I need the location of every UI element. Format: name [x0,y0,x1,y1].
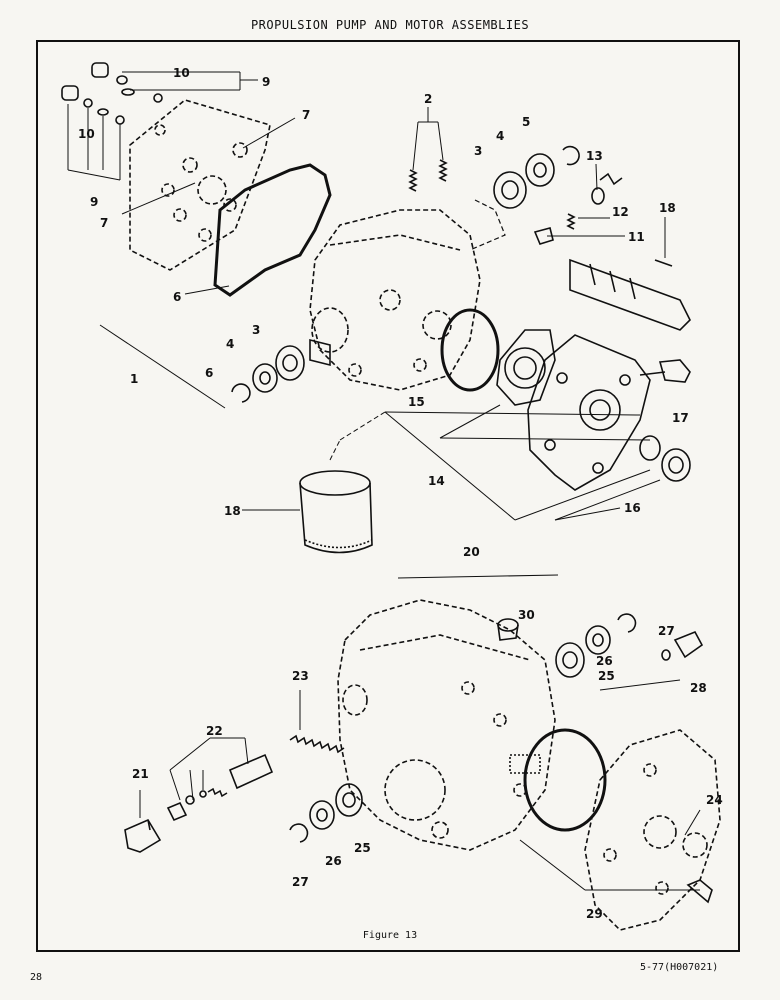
callout: 2 [424,92,432,106]
callout: 12 [612,205,629,219]
callout: 6 [205,366,213,380]
callout: 14 [428,474,445,488]
bearing-upper [493,145,623,209]
spring-23 [289,734,345,754]
figure-caption: Figure 13 [362,930,418,941]
callout: 20 [463,545,480,559]
plug-and-seal-set [61,62,163,125]
plug-21 [124,818,162,853]
callout: 3 [474,144,482,158]
relief-valve-set [166,753,274,822]
callout: 15 [408,395,425,409]
page-title: PROPULSION PUMP AND MOTOR ASSEMBLIES [250,18,530,32]
plug-30 [497,618,519,641]
spring-pair [408,159,448,192]
callout: 4 [226,337,234,351]
callout: 22 [206,724,223,738]
figure-frame [36,40,740,952]
callout: 5 [522,115,530,129]
bolt-29 [686,879,713,904]
callout: 9 [90,195,98,209]
page-number: 28 [30,972,43,983]
oil-filter [299,470,373,554]
shaft-seal-set-lower [231,345,305,403]
callout: 23 [292,669,309,683]
motor-housing [337,599,556,851]
callout: 28 [690,681,707,695]
bolt-17 [639,359,691,383]
pump-housing [309,209,481,391]
end-plate-24 [584,729,721,931]
callout: 18 [659,201,676,215]
callout: 1 [130,372,138,386]
shaft-seal-set-right [555,613,704,678]
document-code: 5-77(H007021) [640,962,719,973]
callout: 29 [586,907,603,921]
callout: 10 [78,127,95,141]
gerotor-gear [496,329,556,406]
callout: 26 [325,854,342,868]
callout: 4 [496,129,504,143]
callout: 18 [224,504,241,518]
callout: 7 [302,108,310,122]
shaft-seal-set-lower-left [289,783,363,843]
callout: 3 [252,323,260,337]
callout: 9 [262,75,270,89]
gasket [213,163,332,297]
callout: 16 [624,501,641,515]
callout: 21 [132,767,149,781]
callout: 17 [672,411,689,425]
callout: 13 [586,149,603,163]
callout: 27 [658,624,675,638]
callout: 7 [100,216,108,230]
callout: 24 [706,793,723,807]
callout: 30 [518,608,535,622]
callout: 26 [596,654,613,668]
drive-shaft-stub [309,338,331,367]
cover-plate [129,99,271,271]
callout: 11 [628,230,645,244]
end-cap-plate [527,334,651,491]
callout: 27 [292,875,309,889]
callout: 6 [173,290,181,304]
valve-spool [533,213,691,331]
callout: 25 [354,841,371,855]
o-ring-29 [523,728,607,832]
callout: 25 [598,669,615,683]
bearing-16 [639,435,691,482]
callout: 10 [173,66,190,80]
callout-labels: 1 2 3 3 4 4 5 6 6 7 7 9 9 10 10 11 12 13… [78,66,723,921]
o-ring-large [440,308,500,392]
